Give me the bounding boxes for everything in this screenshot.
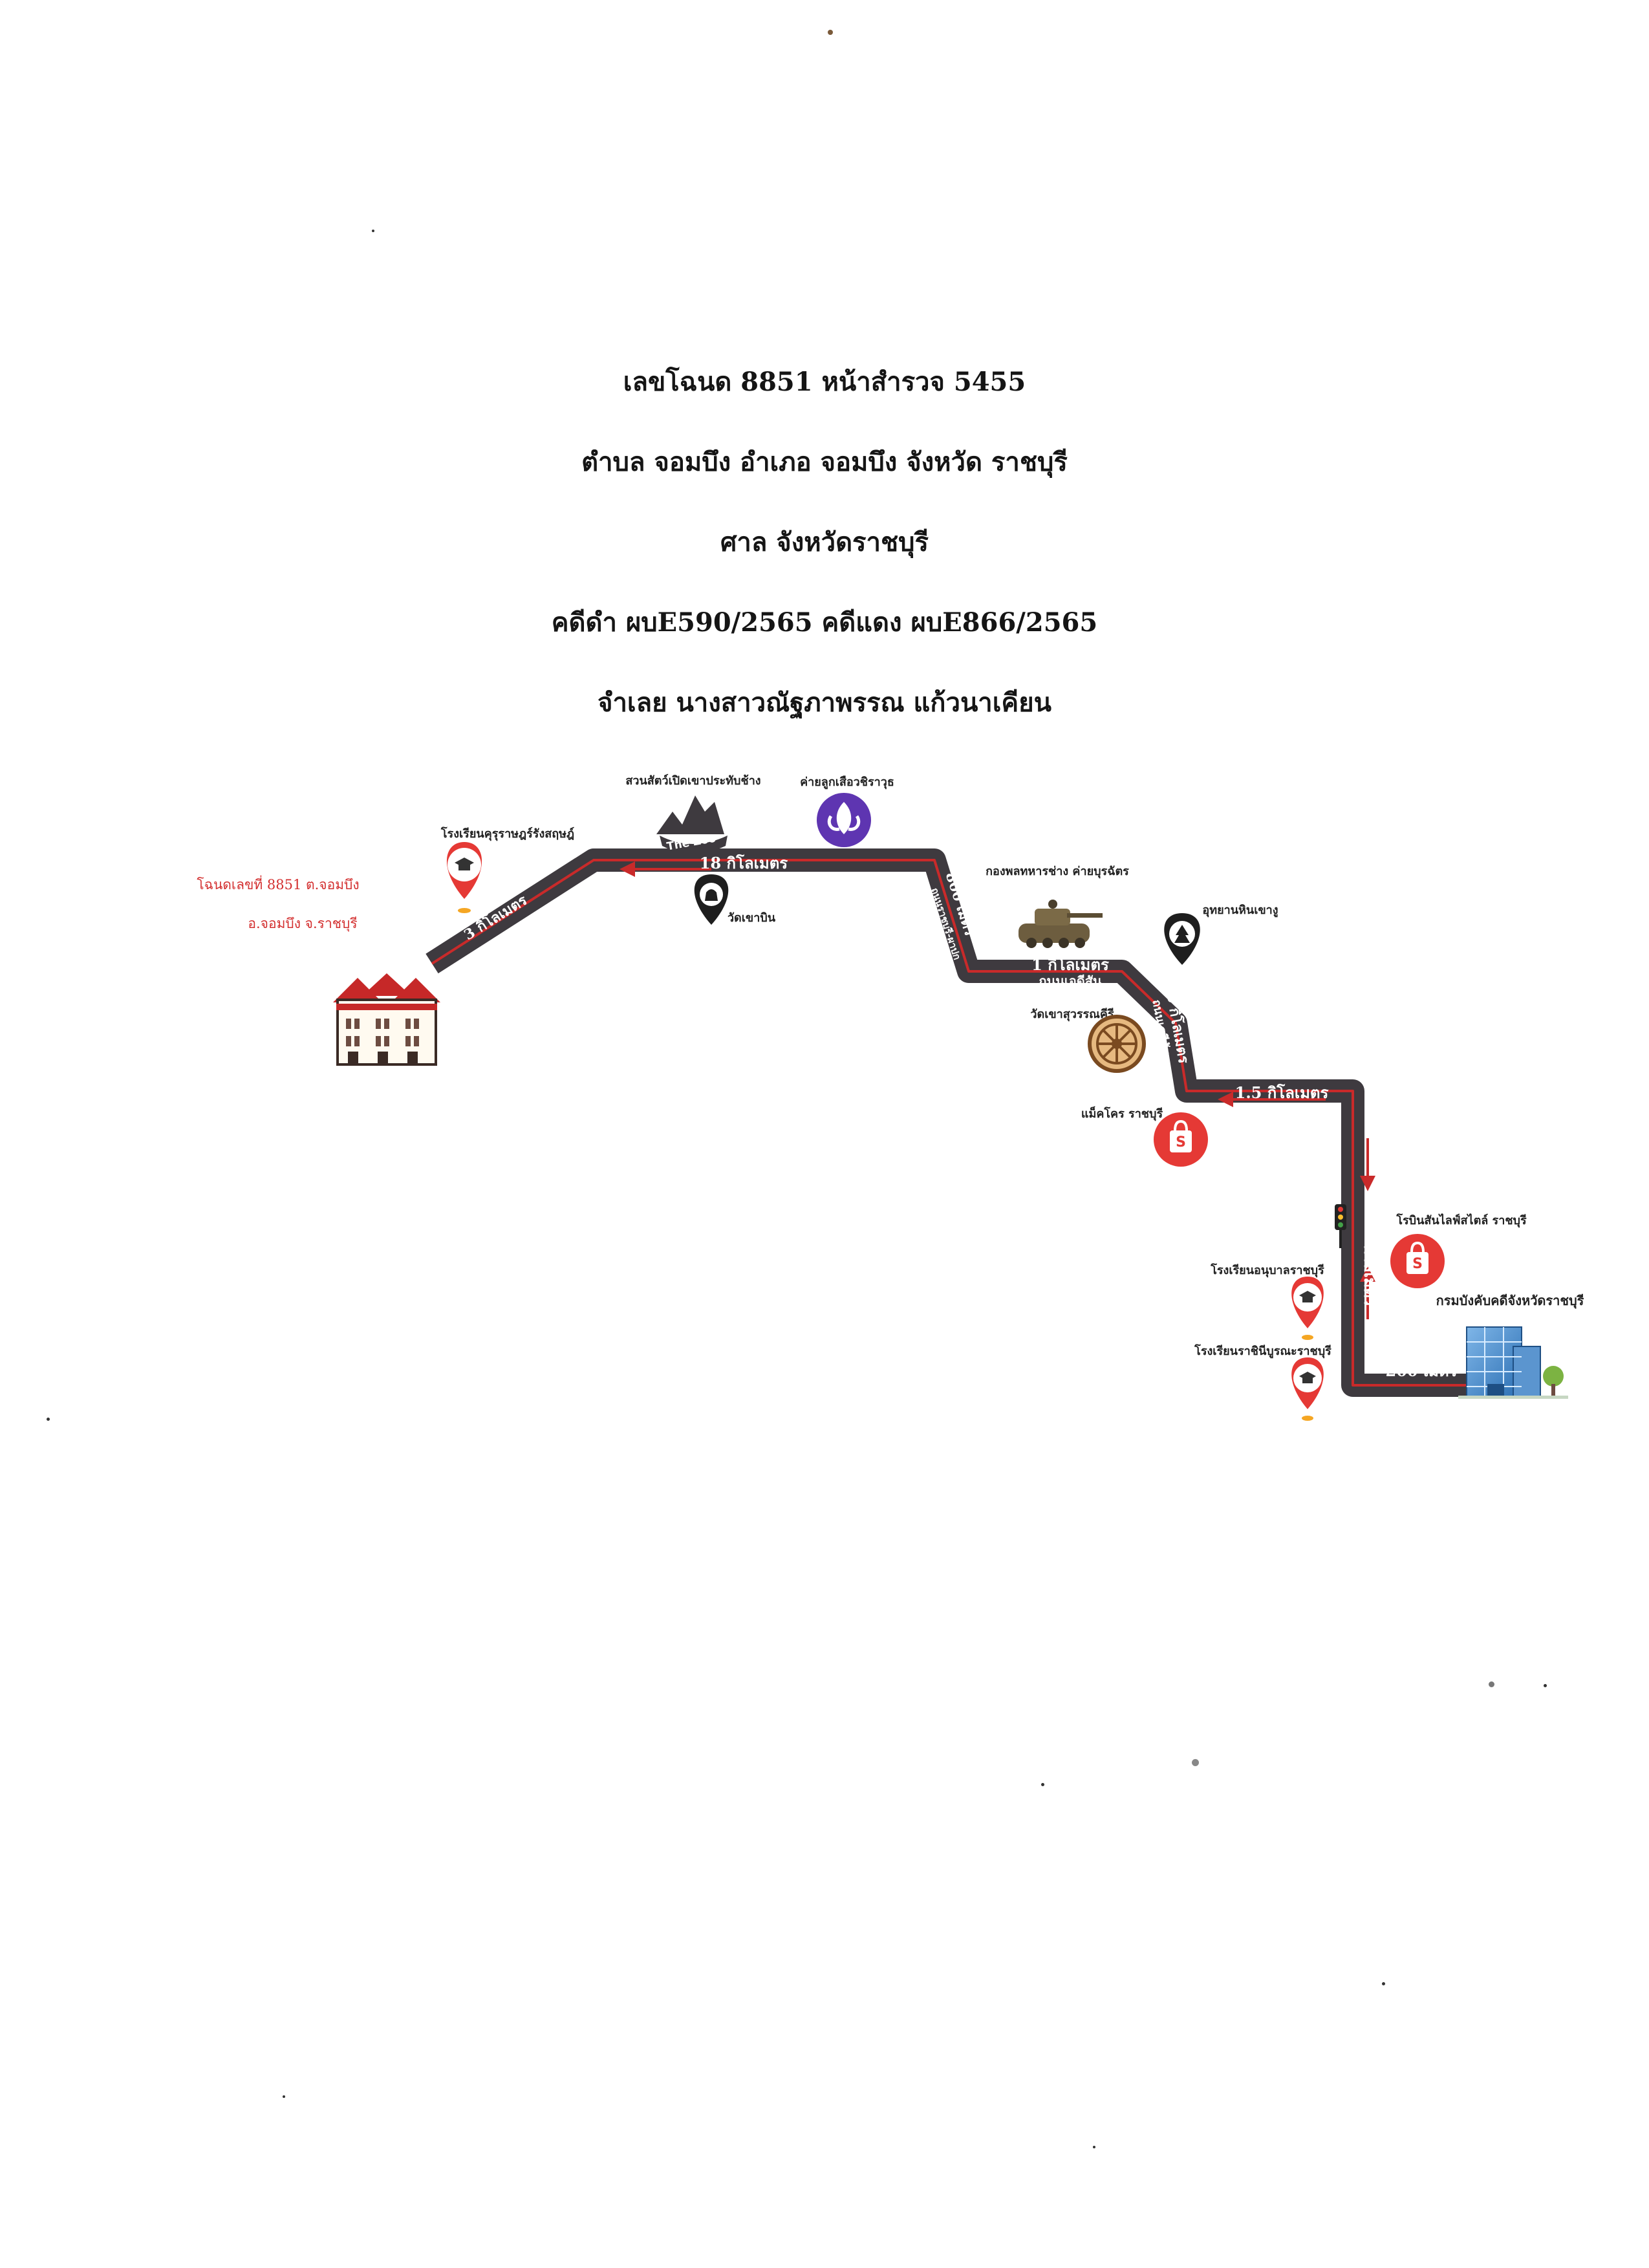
segment-8-distance: 200 เมตร [1386, 1361, 1458, 1380]
segment-6-road: ถนนเอดีสัน [1244, 1103, 1306, 1118]
svg-text:S: S [1412, 1256, 1423, 1272]
school-pin-icon [1291, 1357, 1324, 1421]
court-line: ศาล จังหวัดราชบุรี [720, 527, 929, 557]
property-label-line1: โฉนดเลขที่ 8851 ต.จอมบึง [197, 875, 359, 892]
robinson-label: โรบินสันไลฟ์สไตล์ ราชบุรี [1396, 1213, 1527, 1228]
route-centerline [431, 859, 1471, 1387]
segment-7-distance: 2 กิโลเมตร [1361, 1229, 1379, 1306]
temple-wheel-label: วัดเขาสุวรรณคีรี [1030, 1008, 1114, 1022]
segment-2-distance: 18 กิโลเมตร [700, 854, 788, 872]
scan-speck [47, 1418, 50, 1421]
defendant-line: จำเลย นางสาวณัฐภาพรรณ แก้วนาเคียน [598, 687, 1051, 718]
army-camp-label: กองพลทหารช่าง ค่ายบุรฉัตร [986, 865, 1129, 879]
park-pin-icon [1164, 913, 1200, 965]
segment-6-distance: 1.5 กิโลเมตร [1235, 1083, 1329, 1102]
property-label-line2: อ.จอมบึง จ.ราชบุรี [248, 916, 357, 932]
school2-label: โรงเรียนอนุบาลราชบุรี [1210, 1263, 1324, 1278]
scout-emblem-icon [817, 793, 871, 847]
school-pin-icon [446, 842, 482, 913]
school3-label: โรงเรียนราชินีบูรณะราชบุรี [1194, 1344, 1331, 1359]
traffic-light-icon [1335, 1204, 1346, 1248]
scan-speck [1489, 1681, 1494, 1687]
property-building-icon [333, 973, 440, 1066]
makro-label: แม็คโคร ราชบุรี [1081, 1106, 1163, 1121]
segment-7-road: ถนนเพชรเกษม [1374, 1132, 1390, 1215]
scan-speck [1041, 1783, 1044, 1786]
scout-camp-label: ค่ายลูกเสือวชิราวุธ [800, 775, 894, 790]
scan-speck [1093, 2146, 1095, 2148]
shopping-bag-icon: S [1390, 1234, 1445, 1288]
tank-icon [1018, 900, 1103, 948]
case-number-line: คดีดำ ผบE590/2565 คดีแดง ผบE866/2565 [551, 607, 1098, 638]
segment-4-distance: 1 กิโลเมตร [1031, 955, 1109, 974]
scan-speck [1192, 1759, 1199, 1766]
park-label: อุทยานหินเขางู [1202, 903, 1278, 918]
scan-speck [1382, 1982, 1385, 1985]
zoo-logo-icon: The Zoo [656, 795, 727, 854]
school-pin-icon [1291, 1277, 1324, 1340]
scan-speck [1544, 1684, 1547, 1687]
case-header: เลขโฉนด 8851 หน้าสำรวจ 5455 ตำบล จอมบึง … [0, 352, 1649, 753]
scan-speck [283, 2095, 285, 2098]
location-line: ตำบล จอมบึง อำเภอ จอมบึง จังหวัด ราชบุรี [581, 447, 1068, 477]
temple-pin-icon [694, 874, 729, 925]
deed-number: เลขโฉนด 8851 หน้าสำรวจ 5455 [623, 367, 1026, 397]
school1-label: โรงเรียนคุรุราษฎร์รังสฤษฎ์ [440, 826, 574, 841]
zoo-label: สวนสัตว์เปิดเขาประทับช้าง [625, 773, 760, 788]
shopping-bag-icon: S [1154, 1112, 1208, 1167]
scan-speck [372, 230, 374, 232]
segment-4-road: ถนนเอดีสัน [1039, 973, 1101, 989]
dharma-wheel-icon [1088, 1015, 1146, 1073]
scan-speck [828, 30, 833, 35]
svg-text:S: S [1176, 1134, 1186, 1150]
temple-left-label: วัดเขาบิน [727, 911, 776, 925]
destination-label: กรมบังคับคดีจังหวัดราชบุรี [1436, 1293, 1584, 1309]
segment-2-road: ถนนราชบุรี-ผาปก [726, 871, 826, 887]
office-building-icon [1458, 1326, 1568, 1399]
